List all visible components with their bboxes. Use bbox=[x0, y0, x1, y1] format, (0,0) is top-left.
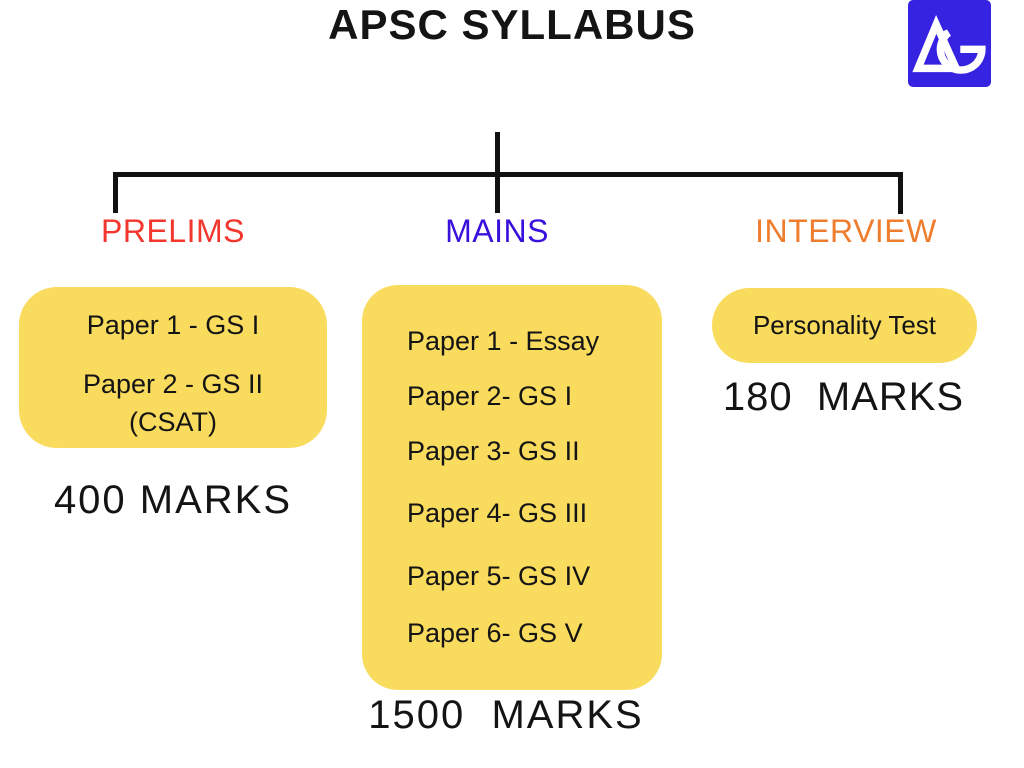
prelims-paper-2-csat: (CSAT) bbox=[129, 407, 217, 437]
mains-paper-2: Paper 2- GS I bbox=[407, 381, 573, 411]
mains-box: Paper 1 - Essay Paper 2- GS I Paper 3- G… bbox=[362, 285, 662, 690]
tree-line-stub-left bbox=[113, 172, 118, 213]
prelims-paper-2: Paper 2 - GS II bbox=[82, 369, 264, 399]
branch-label-prelims: PRELIMS bbox=[101, 213, 245, 249]
mains-paper-3: Paper 3- GS II bbox=[407, 436, 580, 466]
mains-marks: 1500 MARKS bbox=[368, 693, 644, 737]
logo bbox=[908, 0, 991, 87]
mains-paper-1: Paper 1 - Essay bbox=[407, 326, 600, 356]
interview-box: Personality Test bbox=[712, 288, 977, 363]
prelims-box: Paper 1 - GS I Paper 2 - GS II (CSAT) bbox=[19, 287, 327, 448]
page-title: APSC SYLLABUS bbox=[328, 1, 696, 48]
tree-line-horizontal bbox=[113, 172, 903, 177]
branch-label-interview: INTERVIEW bbox=[755, 213, 937, 249]
interview-personality-test: Personality Test bbox=[752, 310, 937, 340]
tree-line-stub-right bbox=[898, 172, 903, 214]
ag-logo-icon bbox=[912, 15, 986, 74]
prelims-marks: 400 MARKS bbox=[53, 478, 293, 522]
mains-paper-4: Paper 4- GS III bbox=[407, 498, 588, 528]
mains-paper-6: Paper 6- GS V bbox=[407, 618, 583, 648]
prelims-paper-1: Paper 1 - GS I bbox=[86, 310, 260, 340]
mains-paper-5: Paper 5- GS IV bbox=[407, 561, 591, 591]
branch-label-mains: MAINS bbox=[445, 213, 549, 249]
interview-marks: 180 MARKS bbox=[722, 375, 965, 419]
